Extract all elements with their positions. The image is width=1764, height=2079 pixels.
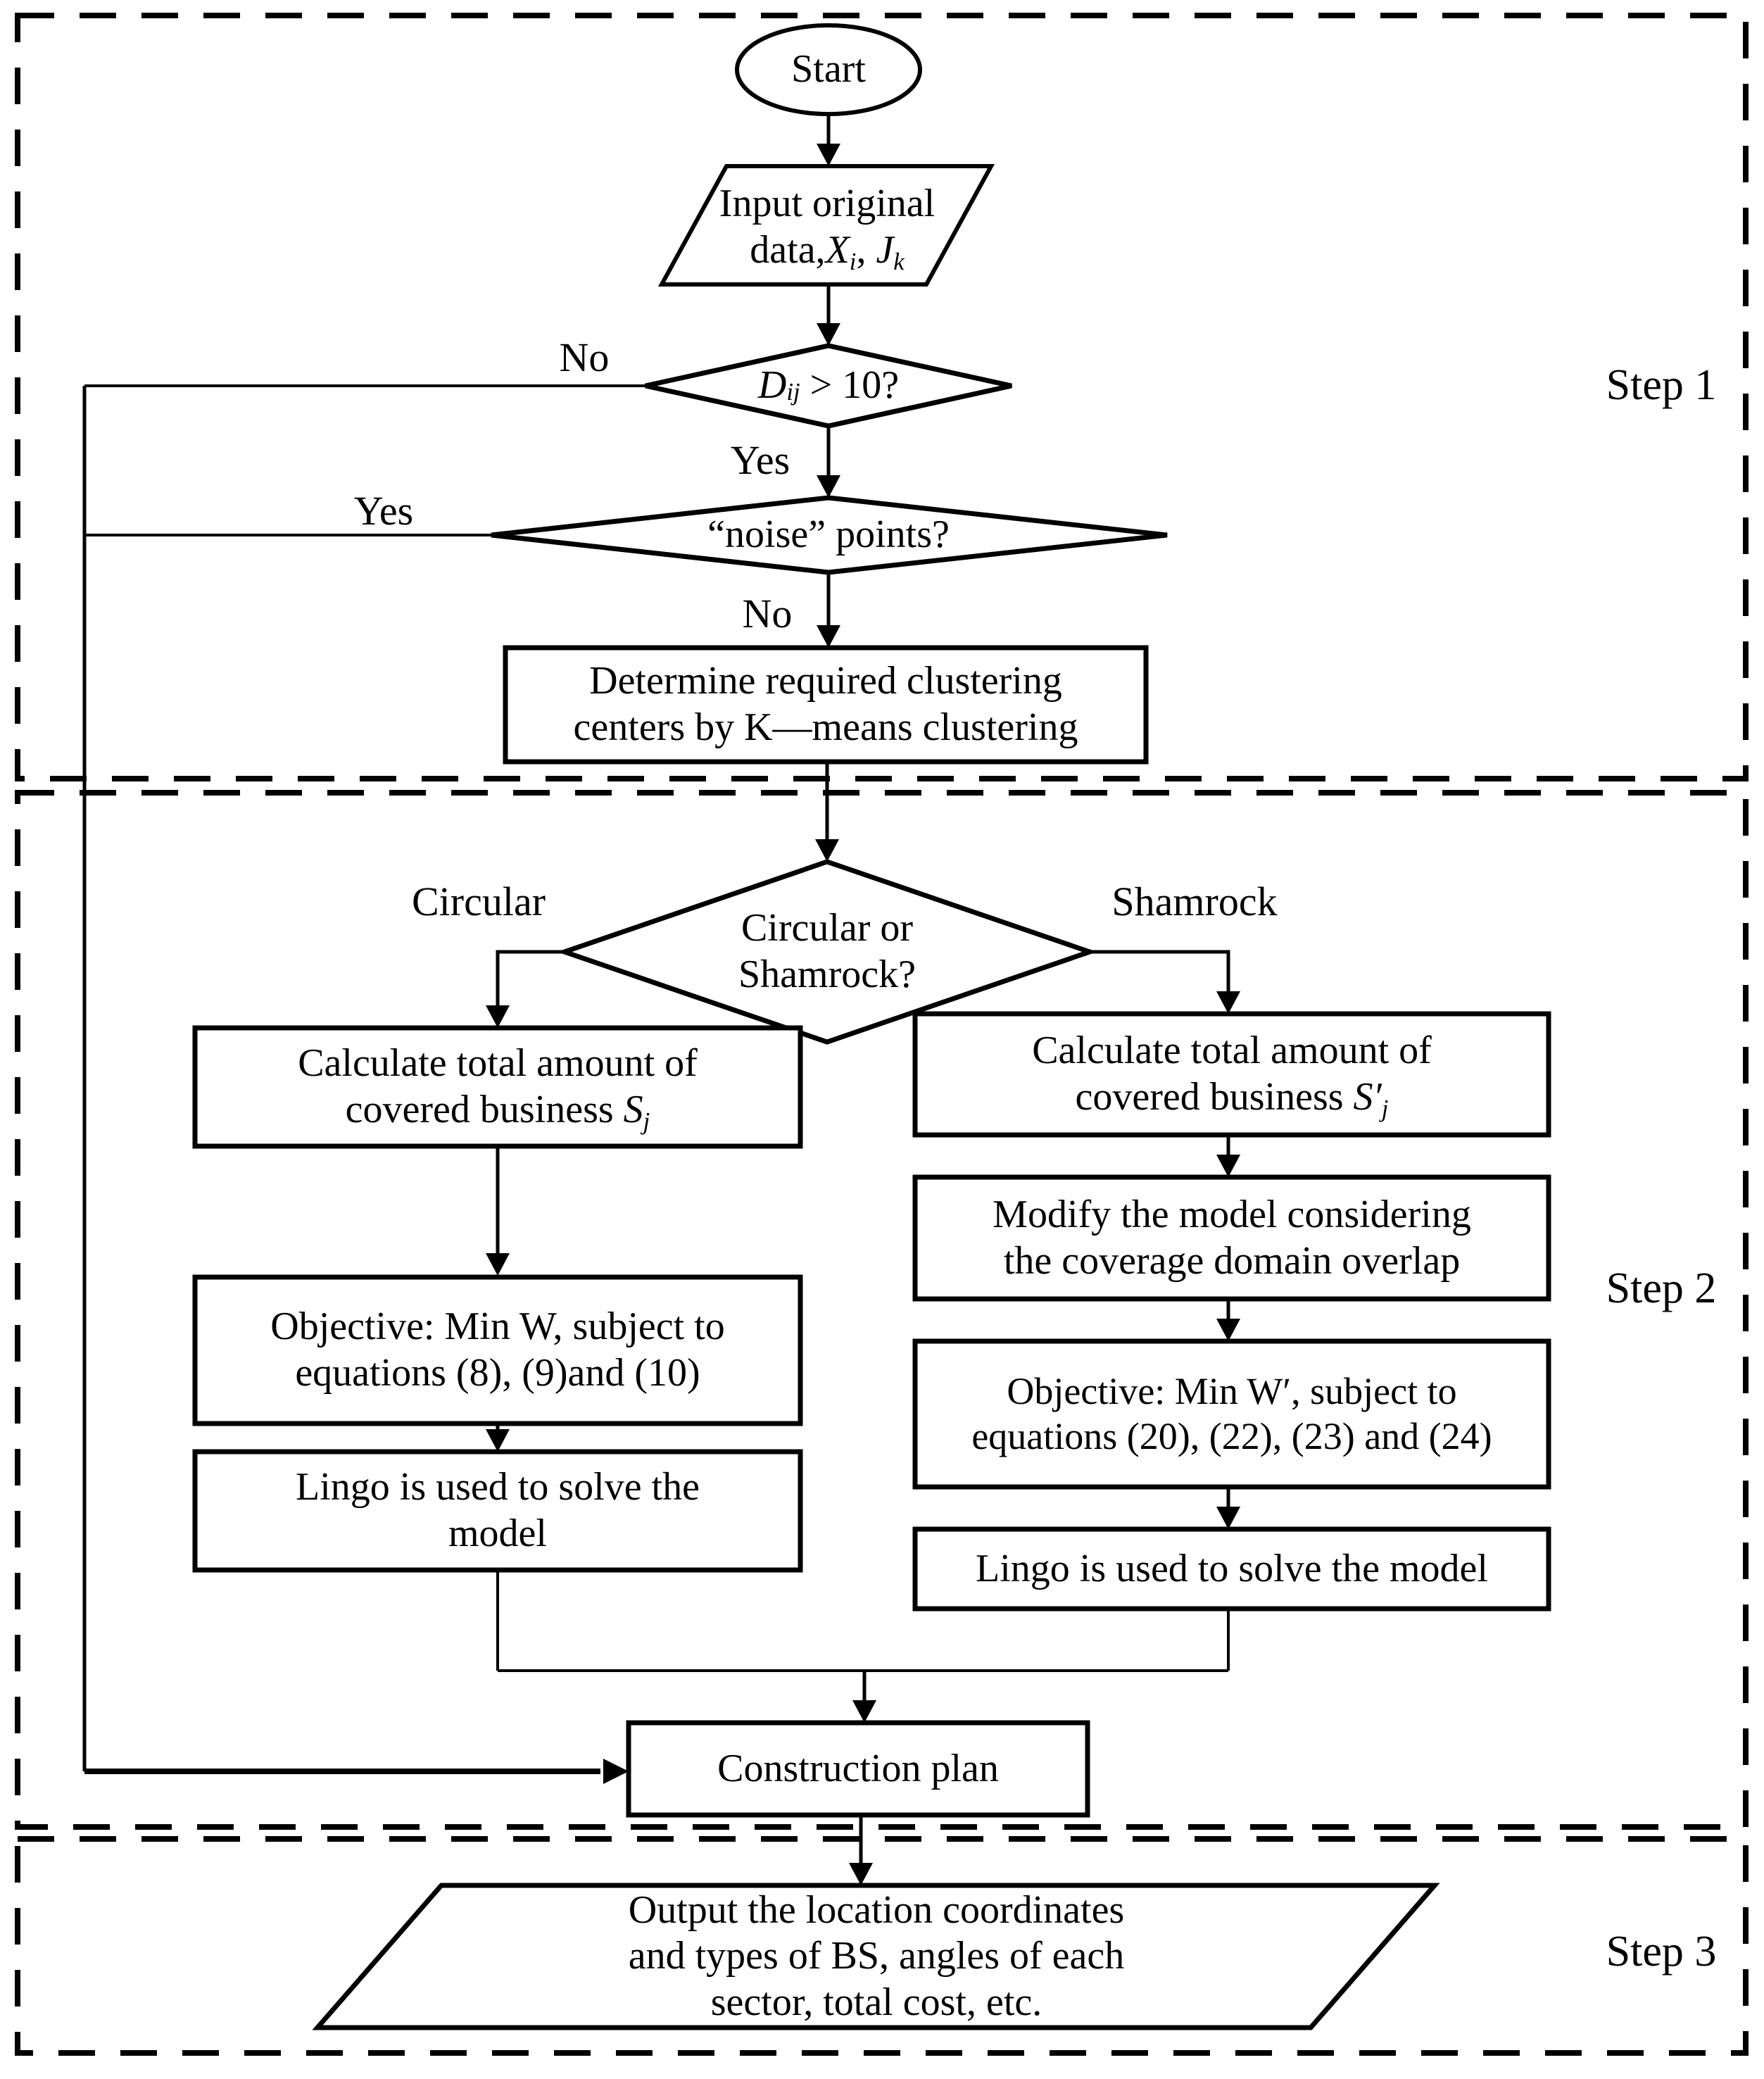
cs-label: Circular or Shamrock? (634, 900, 1021, 1004)
step2-region-border (15, 790, 1749, 1830)
edge-label-no-dij: No (559, 334, 610, 381)
calc-shamrock-box (912, 1011, 1551, 1138)
arrowhead-modify-objR (1216, 1319, 1240, 1341)
input-line1: Input original (719, 182, 935, 226)
lingo-shamrock-label: Lingo is used to solve the model (976, 1546, 1488, 1590)
modify-shamrock-line1: Modify the model considering (993, 1192, 1471, 1236)
modify-shamrock-line2: the coverage domain overlap (1003, 1238, 1461, 1283)
output-line2: and types of BS, angles of each (628, 1934, 1125, 1978)
objective-circular-line1: Objective: Min W, subject to (270, 1305, 725, 1349)
lingo-shamrock-box (912, 1526, 1551, 1612)
edge-label-no-noise: No (742, 591, 793, 637)
cs-line1: Circular or (741, 906, 914, 950)
objective-shamrock-label: Objective: Min W′, subject to equations … (920, 1347, 1544, 1481)
step2-label: Step 2 (1606, 1264, 1717, 1312)
arrowhead-calcR-modify (1216, 1155, 1240, 1177)
arrowhead-cs-shamrock (1216, 991, 1240, 1014)
calc-shamrock-label: Calculate total amount of covered busine… (920, 1019, 1544, 1129)
arrowhead-cs-circular (486, 1005, 510, 1028)
edge-label-shamrock: Shamrock (1111, 879, 1278, 925)
output-parallelogram (312, 1883, 1440, 2030)
objective-circular-label: Objective: Min W, subject to equations (… (200, 1283, 795, 1418)
arrowhead-construction-output (849, 1863, 873, 1885)
calc-shamrock-line2: covered business S′j (1075, 1075, 1389, 1122)
cs-decision-diamond (557, 859, 1097, 1045)
output-label: Output the location coordinates and type… (493, 1888, 1260, 2024)
objective-shamrock-box (912, 1338, 1551, 1490)
edge-label-circular: Circular (411, 879, 546, 925)
construction-plan-label: Construction plan (717, 1746, 999, 1790)
kmeans-line2: centers by K—means clustering (573, 705, 1078, 749)
cs-line2: Shamrock? (738, 953, 916, 996)
calc-circular-box (192, 1025, 803, 1149)
step3-region-border (15, 1836, 1749, 2056)
input-line2: data,Xi, Jk (750, 228, 905, 275)
calc-circular-line1: Calculate total amount of (298, 1041, 698, 1086)
lingo-circular-box (192, 1449, 803, 1573)
objective-circular-line2: equations (8), (9)and (10) (295, 1351, 700, 1395)
calc-circular-line2: covered business Sj (345, 1088, 650, 1135)
input-parallelogram (657, 164, 995, 287)
arrowhead-dij-noise (817, 475, 840, 498)
calc-circular-label: Calculate total amount of covered busine… (200, 1034, 795, 1141)
start-node (735, 23, 922, 116)
input-label: Input original data,Xi, Jk (662, 176, 993, 279)
noise-decision-diamond (491, 495, 1168, 575)
lingo-circular-label: Lingo is used to solve the model (200, 1457, 795, 1564)
calc-shamrock-line1: Calculate total amount of (1032, 1029, 1432, 1073)
edge-label-yes-noise: Yes (353, 488, 414, 534)
arrowhead-objR-lingoR (1216, 1507, 1240, 1529)
kmeans-label: Determine required clustering centers by… (510, 653, 1141, 756)
arrowhead-input-dij (817, 323, 840, 346)
arrowhead-kmeans-cs (815, 839, 839, 862)
arrowhead-start-input (817, 144, 840, 166)
modify-shamrock-label: Modify the model considering the coverag… (920, 1183, 1544, 1293)
lingo-circular-line1: Lingo is used to solve the (296, 1465, 700, 1509)
construction-plan-box (626, 1720, 1090, 1818)
arrowhead-into-construction-left (603, 1759, 629, 1784)
output-line1: Output the location coordinates (628, 1888, 1125, 1932)
edge-cs-circular (496, 950, 565, 1007)
start-label: Start (791, 47, 866, 92)
noise-label: “noise” points? (707, 513, 950, 557)
step1-region-border (15, 13, 1749, 781)
arrowhead-merge-construction (852, 1700, 876, 1723)
arrowhead-noise-kmeans (817, 625, 840, 648)
objective-shamrock-line2: equations (20), (22), (23) and (24) (971, 1414, 1492, 1457)
step3-label: Step 3 (1606, 1927, 1717, 1976)
edge-label-yes-dij: Yes (730, 437, 790, 484)
arrowhead-calcL-objL (486, 1253, 510, 1276)
edge-cs-shamrock (1090, 950, 1230, 993)
kmeans-line1: Determine required clustering (589, 659, 1062, 703)
dij-decision-diamond (645, 343, 1012, 429)
step1-label: Step 1 (1606, 360, 1717, 409)
objective-circular-box (192, 1274, 803, 1426)
output-line3: sector, total cost, etc. (710, 1980, 1042, 2024)
arrowhead-objL-lingoL (486, 1429, 510, 1452)
objective-shamrock-line1: Objective: Min W′, subject to (1007, 1370, 1457, 1413)
modify-shamrock-box (912, 1174, 1551, 1302)
lingo-circular-line2: model (448, 1512, 547, 1555)
kmeans-box (503, 645, 1149, 765)
